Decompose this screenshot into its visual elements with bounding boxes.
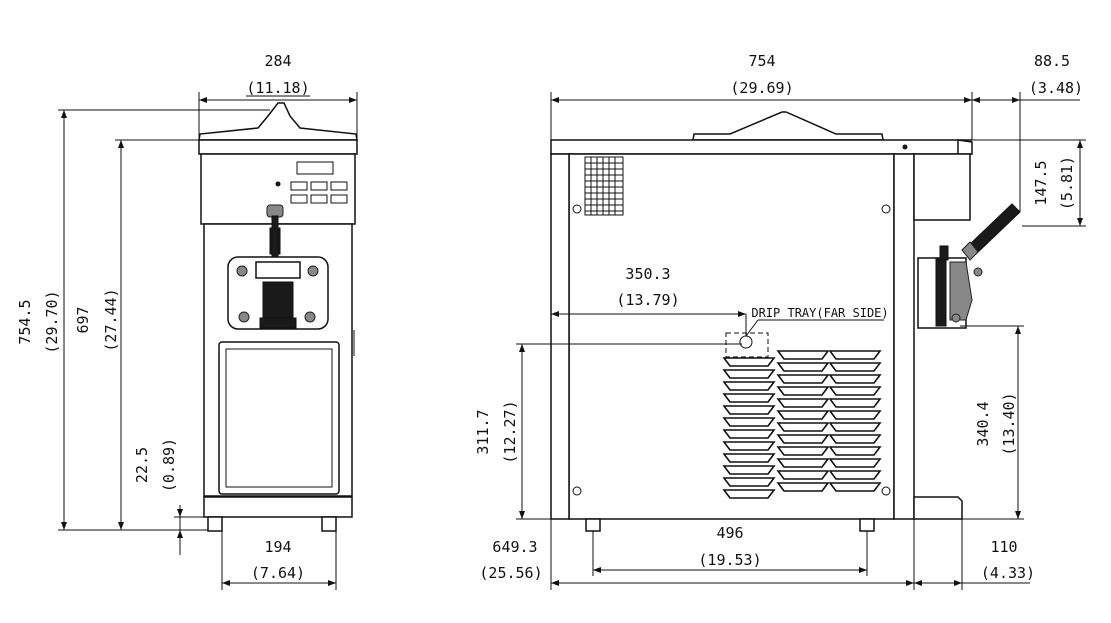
foot-height-mm: 22.5 xyxy=(133,447,151,483)
front-dimensions: 284 (11.18) 754.5 (29.70) 697 (27.44) 22… xyxy=(16,52,358,590)
display-panel xyxy=(296,161,334,175)
nozzle-proj-in: (3.48) xyxy=(1029,79,1083,97)
side-handle xyxy=(967,203,1021,255)
tray-ext-mm: 110 xyxy=(990,538,1017,556)
nozzle-drop-in: (5.81) xyxy=(1058,156,1076,210)
drip-height-in: (12.27) xyxy=(501,400,519,463)
foot-height-in: (0.89) xyxy=(160,438,178,492)
foot-span-mm: 194 xyxy=(264,538,291,556)
side-depth-mm: 754 xyxy=(748,52,775,70)
body-depth-in: (25.56) xyxy=(479,564,542,582)
drip-offset-in: (13.79) xyxy=(616,291,679,309)
drip-tray-label: DRIP TRAY(FAR SIDE) xyxy=(751,306,888,320)
front-width-in: (11.18) xyxy=(246,79,309,97)
nozzle-height-in: (13.40) xyxy=(1000,392,1018,455)
foot-span-in: (7.64) xyxy=(251,564,305,582)
nozzle-proj-mm: 88.5 xyxy=(1034,52,1070,70)
tray-ext-in: (4.33) xyxy=(981,564,1035,582)
body-height-mm: 697 xyxy=(74,306,92,333)
nozzle-height-mm: 340.4 xyxy=(974,401,992,446)
drip-height-mm: 311.7 xyxy=(474,409,492,454)
front-width-mm: 284 xyxy=(264,52,291,70)
feet-span-mm: 496 xyxy=(716,524,743,542)
body-height-in: (27.44) xyxy=(102,288,120,351)
side-view xyxy=(550,111,1021,532)
top-vent-grid xyxy=(584,156,624,216)
overall-height-in: (29.70) xyxy=(43,290,61,353)
control-buttons xyxy=(290,181,348,204)
nozzle-drop-mm: 147.5 xyxy=(1032,160,1050,205)
feet-span-in: (19.53) xyxy=(698,551,761,569)
side-louvers xyxy=(722,350,882,499)
drip-tray-outline xyxy=(725,332,769,358)
drip-offset-mm: 350.3 xyxy=(625,265,670,283)
front-view xyxy=(198,102,358,532)
body-depth-mm: 649.3 xyxy=(492,538,537,556)
side-dimensions: 754 (29.69) 88.5 (3.48) 147.5 (5.81) 350… xyxy=(474,52,1086,590)
overall-height-mm: 754.5 xyxy=(16,299,34,344)
side-depth-in: (29.69) xyxy=(730,79,793,97)
